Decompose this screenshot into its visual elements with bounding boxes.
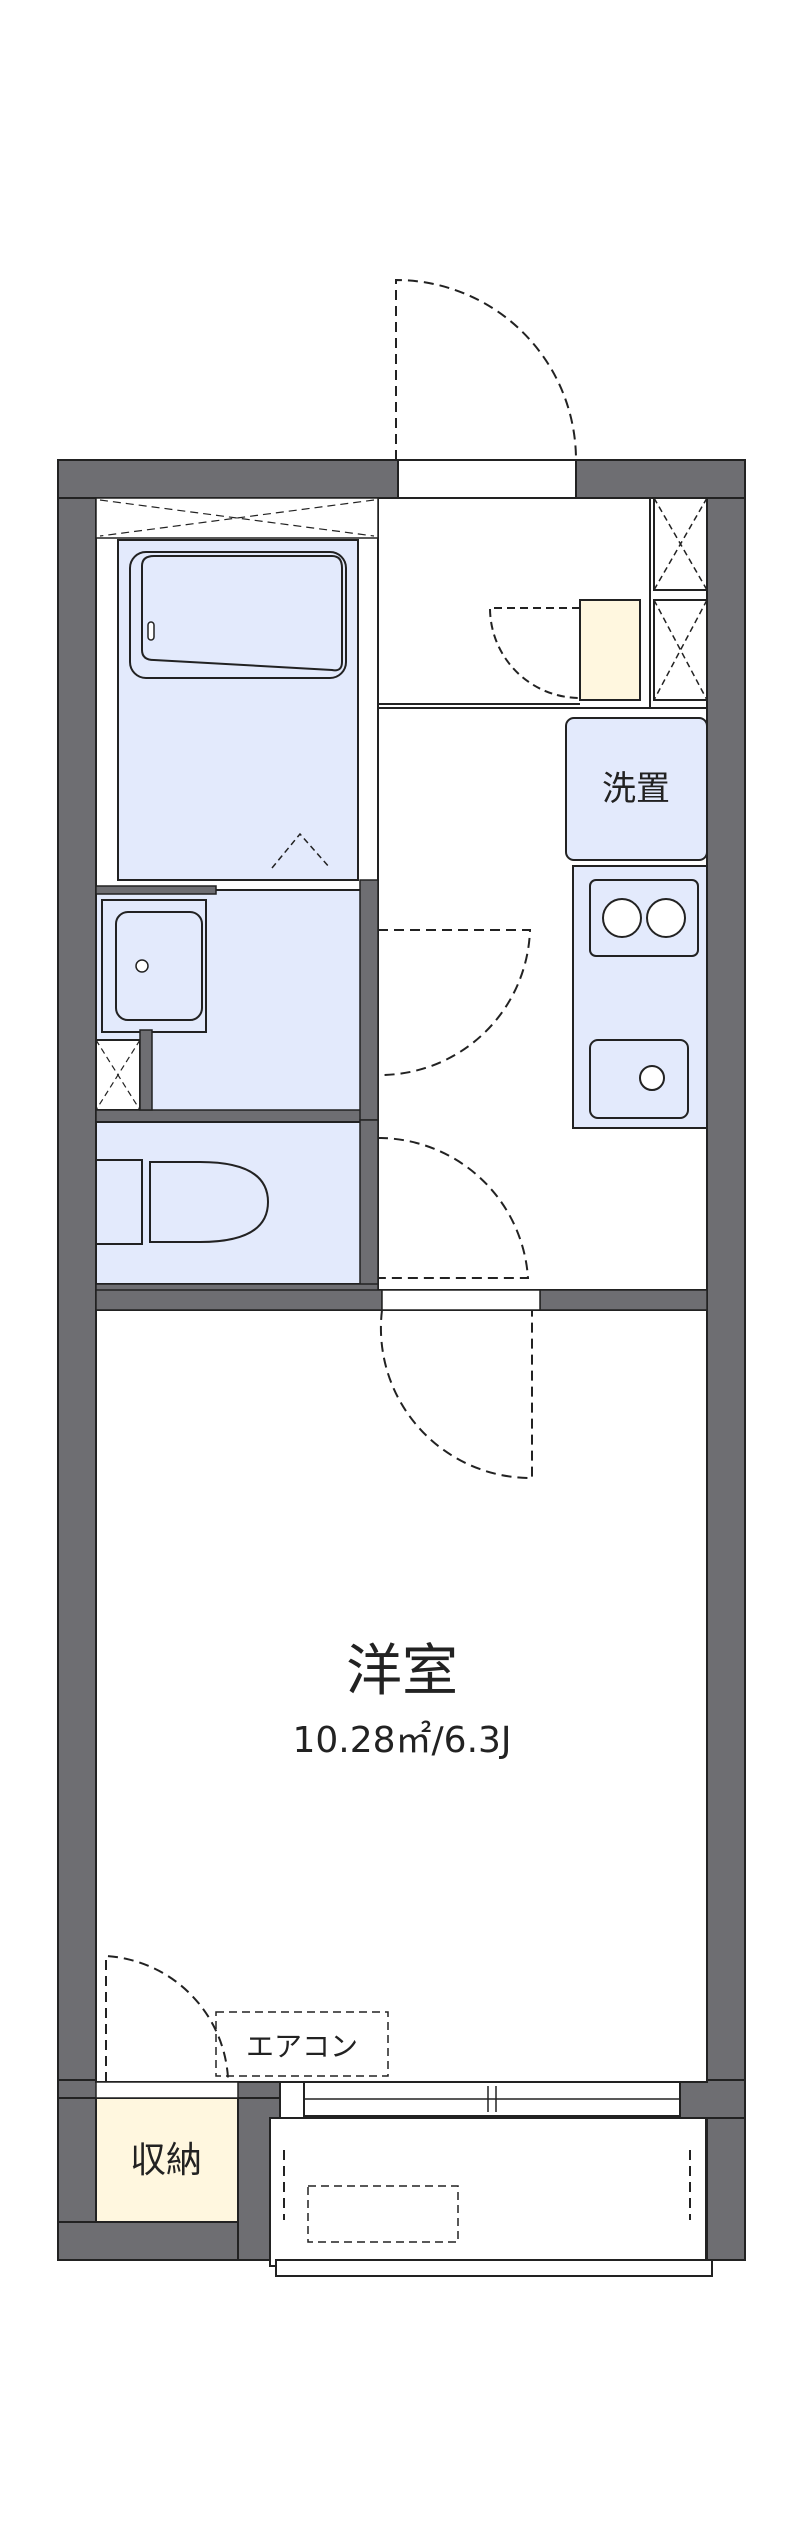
washer-space-box — [565, 717, 708, 861]
wall-corner-bottom-right — [679, 2079, 746, 2119]
washroom-partition — [359, 879, 379, 1121]
pipe-space-top-x2 — [653, 497, 708, 591]
wall-top-right — [575, 459, 746, 499]
room-door-swing — [379, 1309, 533, 1480]
room-wall-top-right — [539, 1289, 708, 1311]
vanity-basin — [115, 911, 203, 1021]
toilet-bowl — [149, 1161, 270, 1243]
bathroom-ceiling-space — [95, 497, 379, 539]
washroom-lower-wall — [95, 1109, 373, 1123]
bath-drain-mark — [271, 832, 331, 869]
front-door-swing — [395, 278, 577, 461]
stove-burner-left — [602, 898, 642, 938]
western-room-label: 洋室 — [346, 1639, 458, 1704]
bathtub-inner — [141, 555, 343, 672]
kitchen — [572, 865, 708, 1129]
balcony-outdoor-unit — [307, 2185, 459, 2243]
washroom-pipe-x2 — [95, 1039, 141, 1111]
sink-drain — [639, 1065, 665, 1091]
pipe-space-mid-x2 — [653, 599, 708, 701]
balcony-window — [303, 2081, 681, 2117]
washroom-upper-wall — [95, 885, 217, 895]
balcony-rail — [275, 2259, 713, 2277]
bathroom — [95, 497, 379, 891]
storage-door-frame — [95, 2081, 239, 2099]
kitchen-sink — [589, 1039, 689, 1119]
washroom — [95, 879, 532, 1123]
storage: 収納 — [95, 1954, 239, 2223]
toilet-partition — [359, 1119, 379, 1291]
room-wall-top-left — [95, 1289, 383, 1311]
balcony-floor — [269, 2117, 707, 2267]
toilet-door-swing — [377, 1136, 530, 1279]
bathroom-ceiling-x1 — [99, 499, 375, 537]
wall-right — [706, 459, 746, 2261]
shoe-cabinet-door-swing — [488, 607, 581, 699]
entrance — [377, 278, 708, 709]
room-door-frame — [381, 1289, 541, 1311]
washroom-door-swing — [377, 929, 532, 1077]
wall-top-left — [57, 459, 399, 499]
washer-space-label: 洗置 — [602, 769, 670, 809]
front-door-frame — [397, 459, 577, 499]
western-room-area: 10.28㎡/6.3J — [292, 1719, 511, 1761]
stove-burner-right — [646, 898, 686, 938]
pipe-space-mid — [653, 599, 708, 701]
bathroom-ceiling-x2 — [99, 499, 375, 537]
toilet-tank — [95, 1159, 143, 1245]
western-room: 洋室 10.28㎡/6.3J エアコン — [95, 1289, 708, 2083]
shoe-cabinet — [579, 599, 641, 701]
balcony — [269, 2117, 713, 2277]
bathtub-faucet — [147, 621, 155, 641]
air-conditioner — [215, 2011, 389, 2077]
storage-door-swing — [105, 1954, 229, 2082]
outer-walls — [57, 459, 746, 2261]
pipe-space-mid-x1 — [653, 599, 708, 701]
air-conditioner-label: エアコン — [246, 2030, 358, 2063]
vanity-drain — [135, 959, 149, 973]
washer-space: 洗置 — [565, 717, 708, 861]
wall-left — [57, 459, 97, 2261]
western-room-floor — [95, 1309, 708, 2083]
washroom-side-wall — [139, 1029, 153, 1111]
storage-label: 収納 — [130, 2140, 202, 2181]
